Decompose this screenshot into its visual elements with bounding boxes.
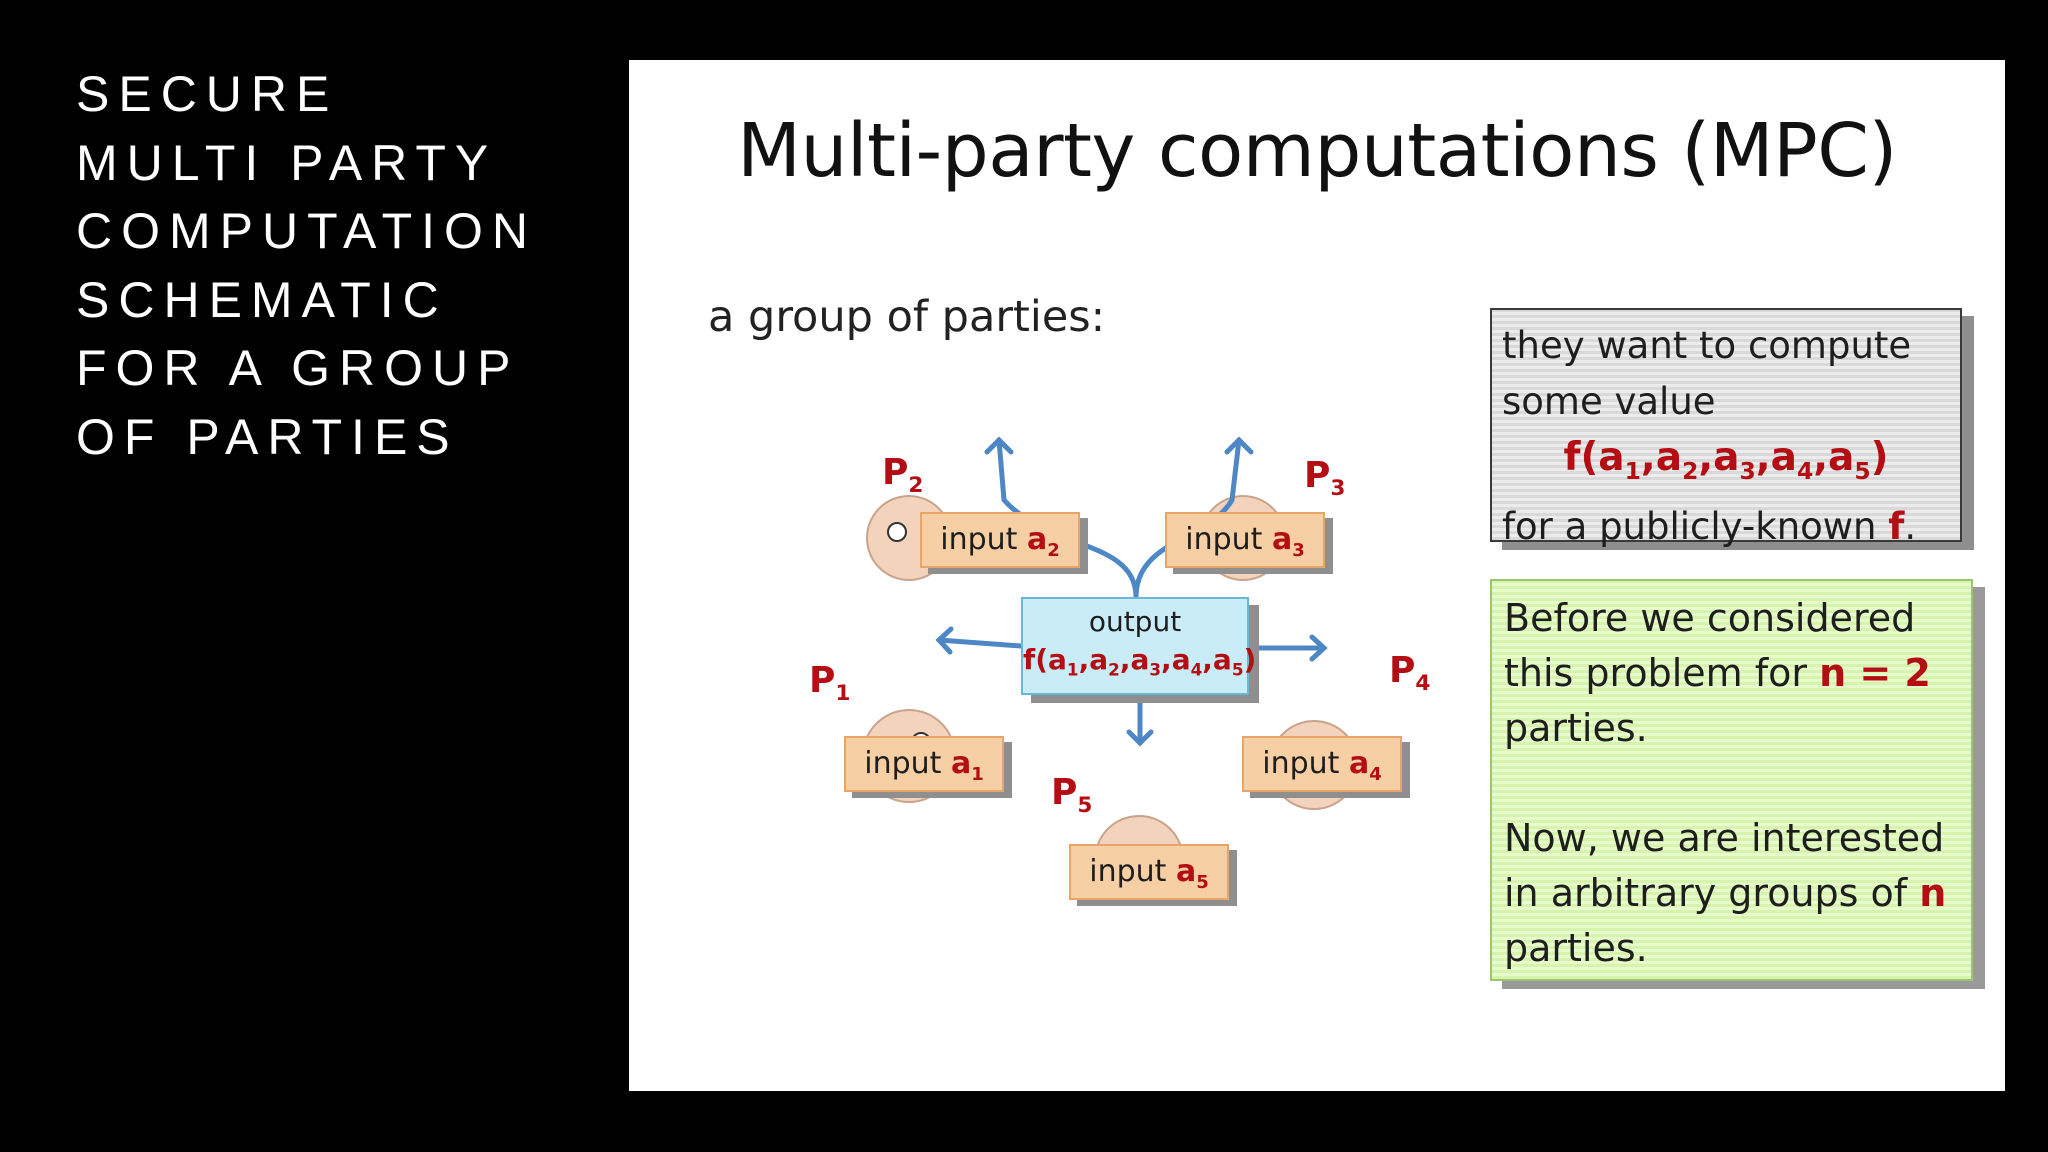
party-label-p5: P5 <box>1051 772 1093 819</box>
arrowhead-p5 <box>1126 729 1154 747</box>
context-line: in arbitrary groups of n <box>1504 871 1947 915</box>
compute-goal-formula: f(a1,a2,a3,a4,a5) <box>1563 435 1889 485</box>
input-box-p1: input a1 <box>844 736 1004 792</box>
arrowhead-p1 <box>935 626 954 655</box>
compute-goal-box: they want to compute some value f(a1,a2,… <box>1490 308 1962 548</box>
input-box-p2: input a2 <box>920 512 1080 568</box>
arrowhead-p2 <box>984 436 1014 455</box>
output-formula: f(a1,a2,a3,a4,a5) <box>1023 643 1257 680</box>
input-box-p4: input a4 <box>1242 736 1402 792</box>
slide: Multi-party computations (MPC) a group o… <box>629 60 2005 1091</box>
slide-subtitle: a group of parties: <box>708 292 1106 342</box>
context-line: parties. <box>1504 706 1648 750</box>
party-label-p1: P1 <box>809 660 851 707</box>
output-box: output f(a1,a2,a3,a4,a5) <box>1021 597 1257 695</box>
context-box: Before we considered this problem for n … <box>1490 579 1973 981</box>
input-box-p5: input a5 <box>1069 844 1229 900</box>
side-title-line: OF PARTIES <box>76 408 459 465</box>
output-label: output <box>1088 605 1182 638</box>
side-title-line: COMPUTATION <box>76 203 538 259</box>
arrowhead-p4 <box>1309 634 1328 662</box>
side-title-line: FOR A GROUP <box>76 340 520 396</box>
context-line: Before we considered <box>1504 596 1916 640</box>
arrow-to-p1 <box>936 637 1024 649</box>
input-box-p3: input a3 <box>1165 512 1325 568</box>
party-label-p4: P4 <box>1389 650 1431 697</box>
side-title-line: SCHEMATIC <box>76 271 448 328</box>
compute-goal-line2: some value <box>1502 380 1716 423</box>
side-title-line: MULTI PARTY <box>76 134 498 191</box>
side-title-line: SECURE <box>76 66 339 122</box>
context-line: Now, we are interested <box>1504 816 1945 860</box>
context-line: this problem for n = 2 <box>1504 651 1931 695</box>
arrow-to-p2 <box>996 437 1139 600</box>
compute-goal-line1: they want to compute <box>1502 324 1912 367</box>
side-title: SECURE MULTI PARTY COMPUTATION SCHEMATIC… <box>76 60 537 471</box>
arrowhead-p3 <box>1224 436 1254 455</box>
party-label-p3: P3 <box>1304 455 1346 502</box>
slide-title: Multi-party computations (MPC) <box>737 108 1897 194</box>
compute-goal-line3: for a publicly-known f. <box>1502 504 1917 548</box>
party-label-p2: P2 <box>882 452 924 499</box>
mpc-diagram: P2 P3 P1 P4 P5 input a2 input a3 input a… <box>629 60 2005 1091</box>
context-line: parties. <box>1504 926 1648 970</box>
